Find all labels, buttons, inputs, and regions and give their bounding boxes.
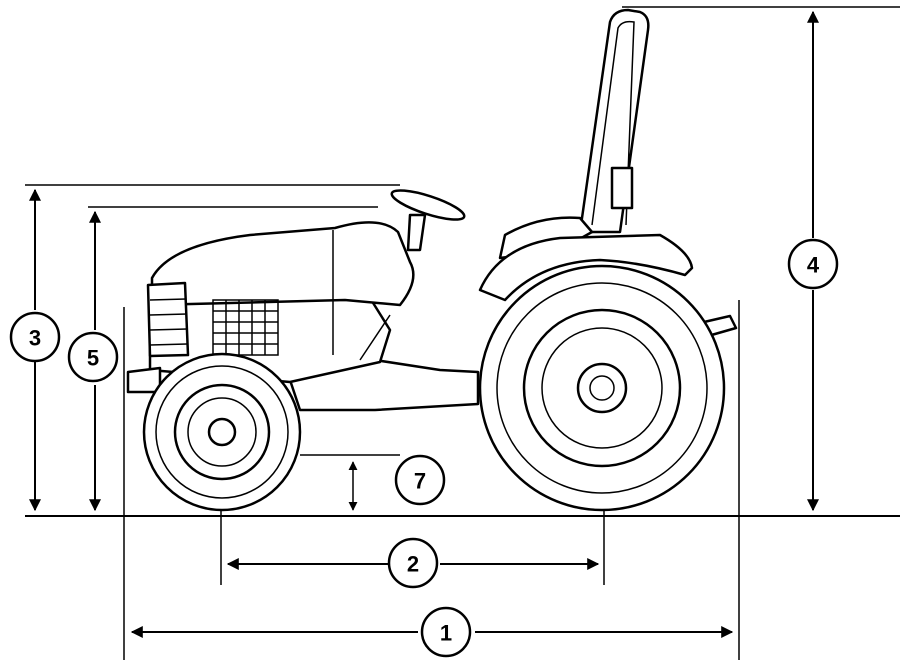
grille-line-3 xyxy=(149,328,188,331)
callout-3: 3 xyxy=(9,311,61,363)
front-wheel xyxy=(142,352,302,512)
svg-text:4: 4 xyxy=(807,253,820,278)
svg-text:2: 2 xyxy=(407,552,419,577)
rops-bracket xyxy=(610,166,634,210)
rear-wheel xyxy=(478,264,726,512)
rops-frame xyxy=(578,8,650,234)
side-grille xyxy=(212,299,279,356)
svg-text:5: 5 xyxy=(87,346,99,371)
rear-fender xyxy=(478,233,694,302)
grille-line-4 xyxy=(149,343,188,346)
svg-text:1: 1 xyxy=(440,621,452,646)
callout-4: 4 xyxy=(787,238,839,290)
callout-1: 1 xyxy=(420,606,472,658)
callout-7: 7 xyxy=(394,454,446,506)
hood xyxy=(150,221,415,307)
steering-column xyxy=(406,213,427,252)
grille-line-1 xyxy=(149,298,187,301)
step-link xyxy=(359,314,391,361)
grille-front xyxy=(146,281,190,358)
svg-text:7: 7 xyxy=(414,469,426,494)
svg-text:3: 3 xyxy=(29,326,41,351)
steering-wheel xyxy=(390,189,466,221)
callout-2: 2 xyxy=(387,537,439,589)
rops-inner xyxy=(591,20,635,226)
grille-line-2 xyxy=(149,313,188,316)
callout-5: 5 xyxy=(67,331,119,383)
front-bumper xyxy=(126,366,162,394)
